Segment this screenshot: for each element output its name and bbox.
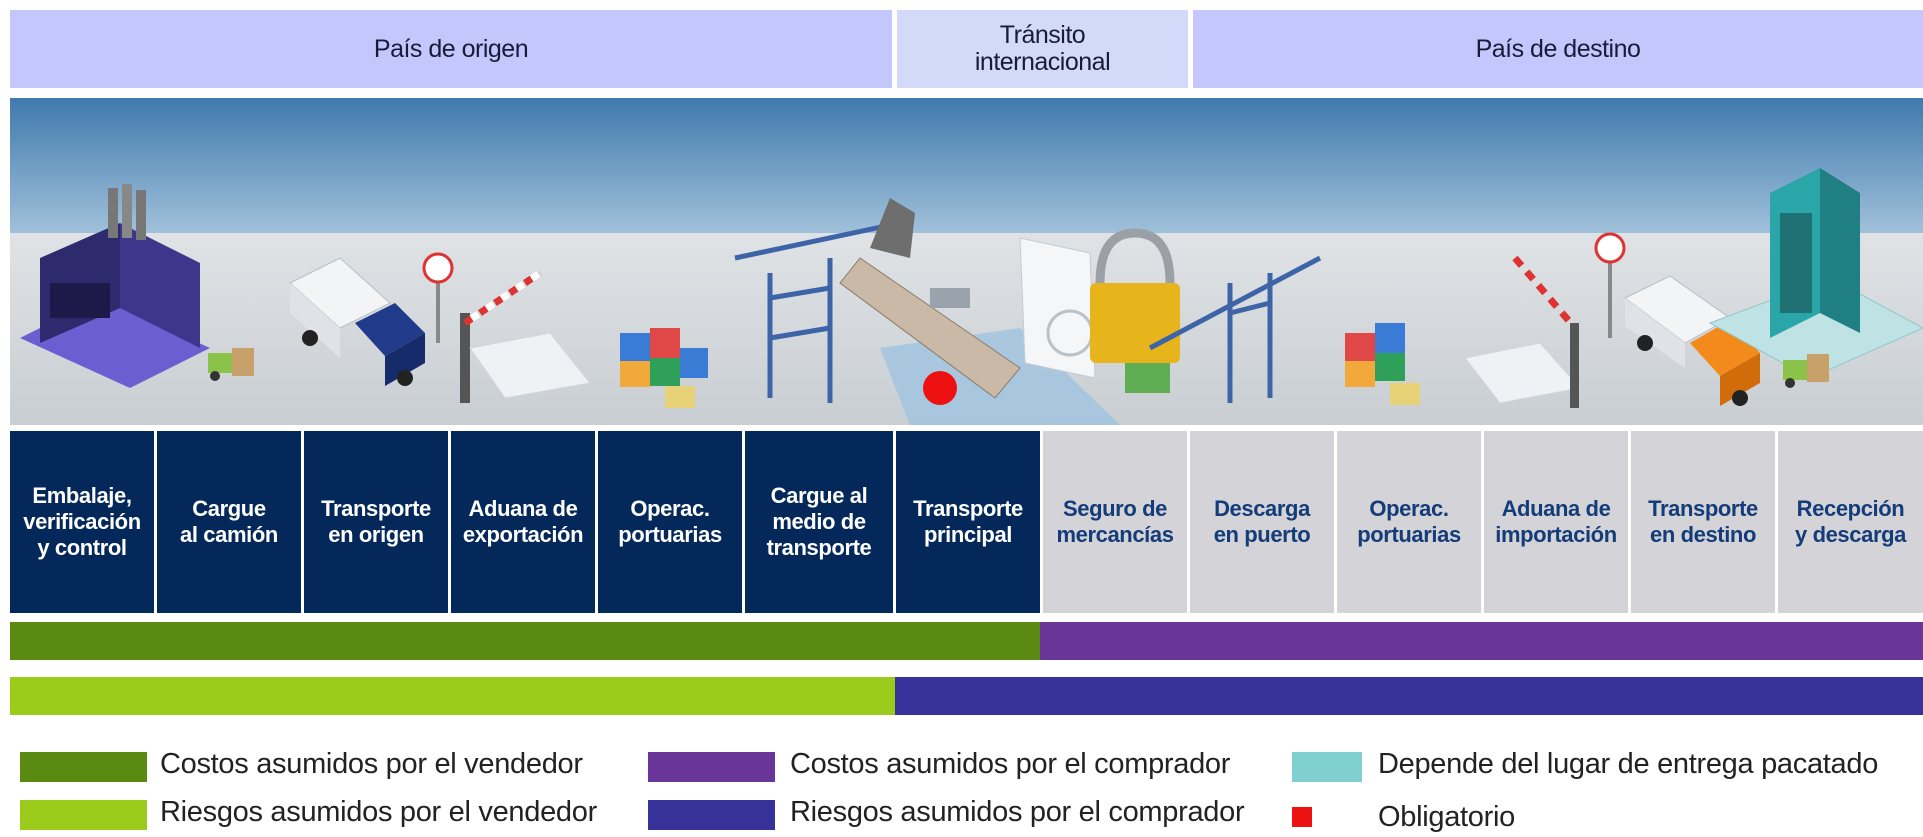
stop-sign-icon: [422, 252, 454, 343]
step-aduana-importacion: Aduana de importación: [1484, 431, 1628, 613]
step-label: Aduana de exportación: [462, 496, 584, 547]
step-label: Cargue al camión: [180, 496, 278, 547]
logistics-illustration: [10, 98, 1923, 425]
step-label: Transporte en destino: [1648, 496, 1758, 547]
risks-buyer-bar: [895, 677, 1923, 715]
crane-icon: [1148, 255, 1322, 403]
legend-swatch-risks-buyer: [648, 800, 775, 830]
legend-swatch-depends: [1292, 752, 1362, 782]
legend-swatch-costs-seller: [20, 752, 147, 782]
mandatory-dot-icon: [923, 371, 957, 405]
header-transit-label: Tránsito internacional: [974, 21, 1111, 76]
step-label: Recepción y descarga: [1795, 496, 1906, 547]
step-aduana-exportacion: Aduana de exportación: [451, 431, 595, 613]
step-label: Transporte en origen: [321, 496, 431, 547]
legend-swatch-mandatory: [1292, 807, 1312, 827]
truck-icon: [1624, 275, 1760, 406]
header-destination-label: País de destino: [1475, 34, 1641, 63]
step-cargue-medio-transporte: Cargue al medio de transporte: [745, 431, 893, 613]
header-origin-label: País de origen: [373, 34, 529, 63]
step-label: Descarga en puerto: [1213, 496, 1311, 547]
stop-sign-icon: [1594, 232, 1626, 338]
legend-risks-seller: Riesgos asumidos por el vendedor: [160, 796, 597, 828]
header-destination: País de destino: [1193, 10, 1923, 88]
containers-icon: [1345, 323, 1420, 405]
step-transporte-principal: Transporte principal: [896, 431, 1040, 613]
costs-seller-bar: [10, 622, 1040, 660]
forklift-icon: [1783, 354, 1829, 388]
padlock-icon: [1090, 228, 1180, 393]
step-operac-portuarias-destino: Operac. portuarias: [1337, 431, 1481, 613]
crane-icon: [734, 220, 901, 403]
logistics-scene: [10, 98, 1923, 425]
step-operac-portuarias-origen: Operac. portuarias: [598, 431, 742, 613]
step-label: Operac. portuarias: [618, 496, 722, 547]
legend-swatch-risks-seller: [20, 800, 147, 830]
legend-costs-seller: Costos asumidos por el vendedor: [160, 748, 583, 780]
step-descarga-puerto: Descarga en puerto: [1190, 431, 1334, 613]
risks-seller-bar: [10, 677, 895, 715]
step-seguro-mercancias: Seguro de mercancías: [1043, 431, 1187, 613]
forklift-icon: [208, 348, 254, 381]
truck-icon: [289, 257, 425, 386]
step-label: Operac. portuarias: [1357, 496, 1461, 547]
header-transit: Tránsito internacional: [897, 10, 1188, 88]
barrier-icon: [1464, 255, 1581, 408]
step-embalaje: Embalaje, verificación y control: [10, 431, 154, 613]
legend-swatch-costs-buyer: [648, 752, 775, 782]
step-recepcion-descarga: Recepción y descarga: [1778, 431, 1923, 613]
legend-mandatory: Obligatorio: [1378, 801, 1515, 833]
costs-buyer-bar: [1040, 622, 1923, 660]
building-icon: [1708, 168, 1923, 379]
legend-costs-buyer: Costos asumidos por el comprador: [790, 748, 1231, 780]
header-origin: País de origen: [10, 10, 892, 88]
step-label: Seguro de mercancías: [1056, 496, 1174, 547]
barrier-icon: [460, 270, 591, 403]
step-label: Transporte principal: [913, 496, 1023, 547]
step-transporte-destino: Transporte en destino: [1631, 431, 1775, 613]
containers-icon: [620, 328, 708, 408]
legend-depends: Depende del lugar de entrega pacatado: [1378, 748, 1879, 780]
step-label: Aduana de importación: [1495, 496, 1617, 547]
ship-icon: [839, 198, 1021, 399]
step-transporte-origen: Transporte en origen: [304, 431, 448, 613]
document-icon: [1019, 237, 1096, 379]
legend-risks-buyer: Riesgos asumidos por el comprador: [790, 796, 1245, 828]
factory-icon: [20, 184, 210, 388]
step-cargue-camion: Cargue al camión: [157, 431, 301, 613]
step-label: Embalaje, verificación y control: [23, 483, 141, 560]
step-label: Cargue al medio de transporte: [766, 483, 872, 560]
